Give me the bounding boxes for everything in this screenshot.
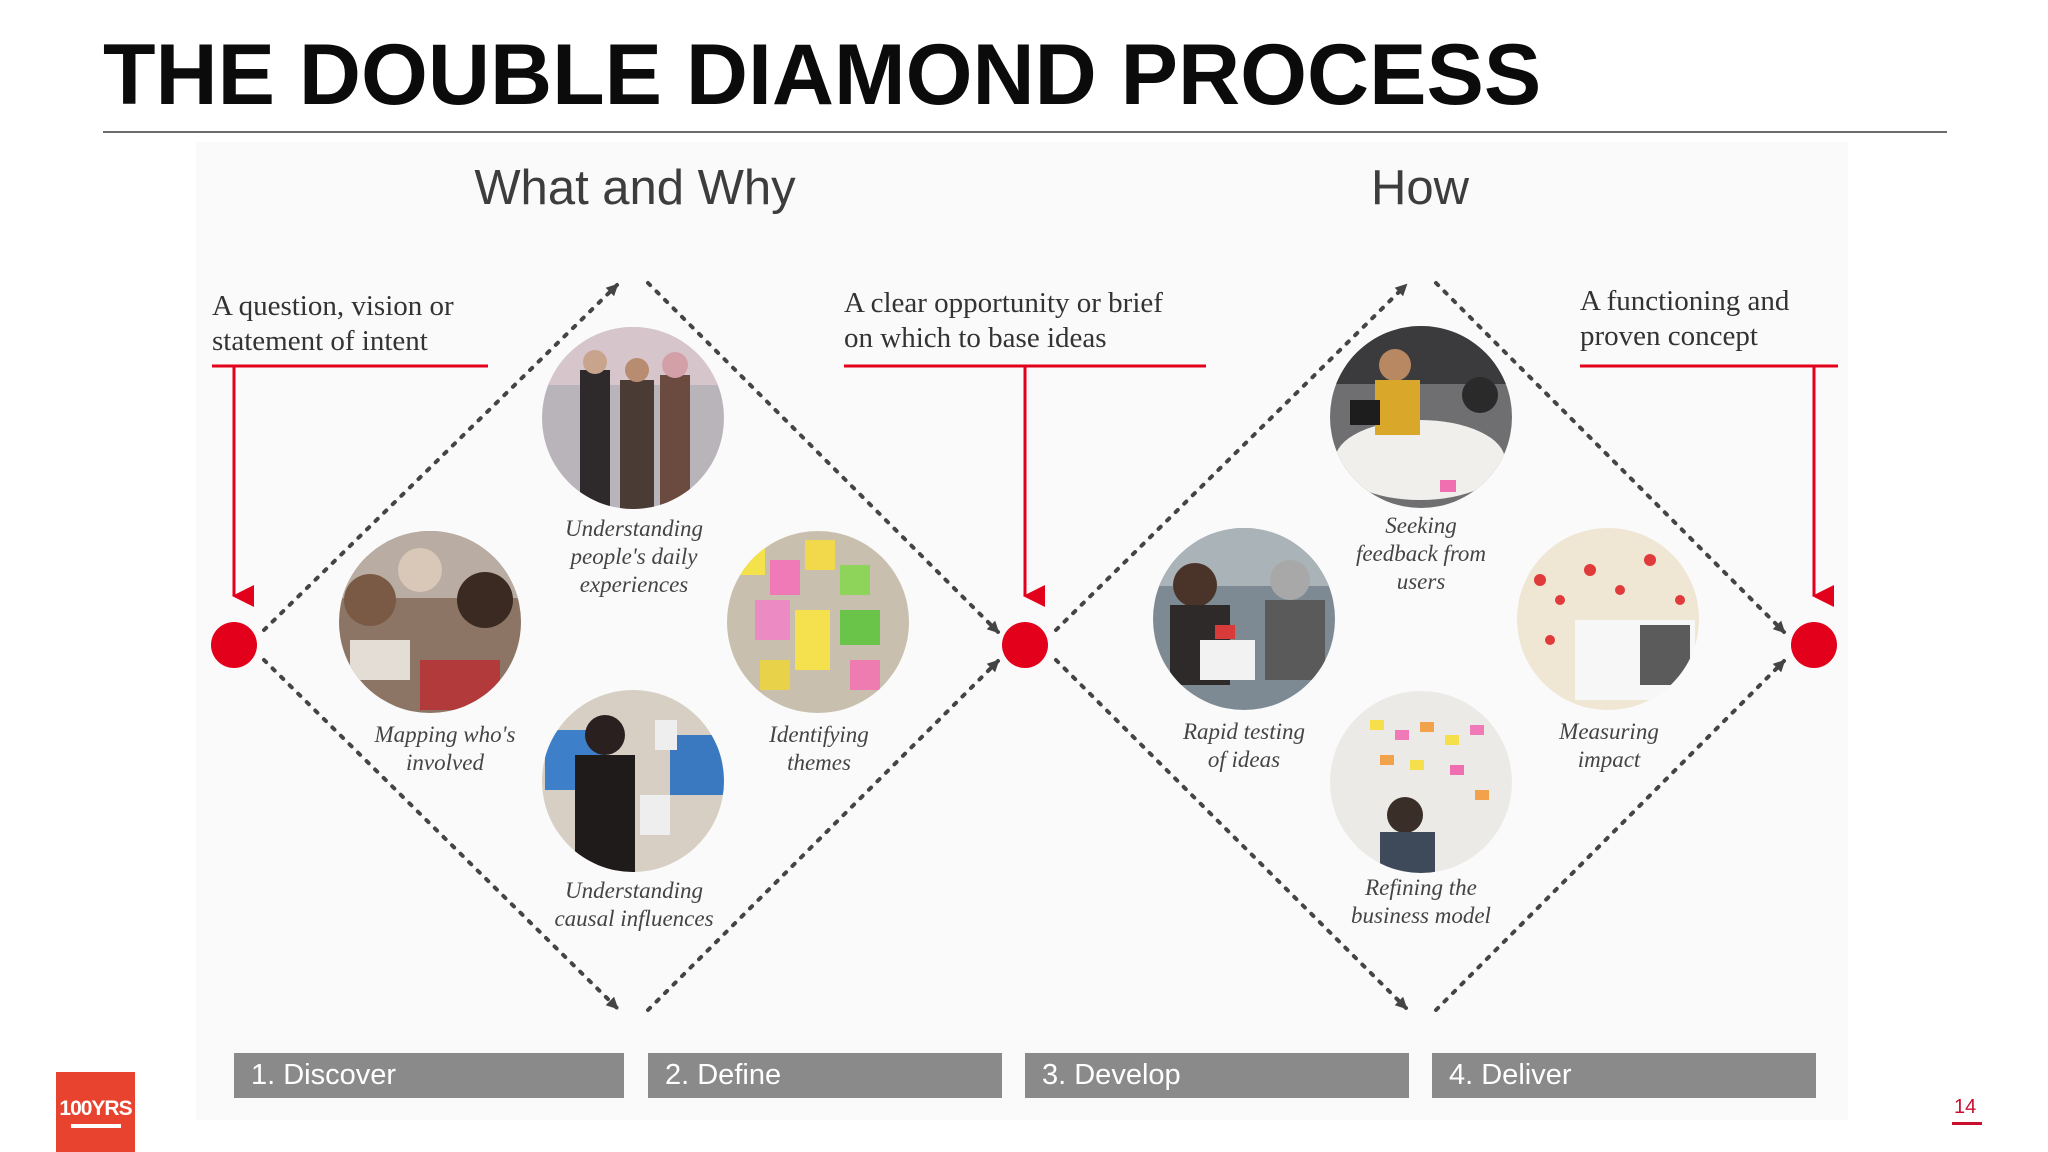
diamond1-edge-right-down (646, 281, 1000, 634)
diamond1-edge-down (262, 658, 619, 1010)
start-node (211, 622, 257, 668)
callout-start-text: A question, vision or statement of inten… (212, 290, 454, 357)
logo-underline (70, 1123, 121, 1128)
photo-refining-business-model (1330, 691, 1512, 873)
diamond2-edge-down (1054, 658, 1408, 1010)
phase-discover: 1. Discover (234, 1053, 624, 1098)
callout-end-text: A functioning and proven concept (1580, 285, 1790, 352)
activity-mapping-involved: Mapping who's involved (374, 722, 516, 775)
photo-seeking-feedback (1330, 326, 1512, 508)
activity-measuring-impact: Measuring impact (1559, 719, 1659, 772)
middle-node (1002, 622, 1048, 668)
diamond1-edge-right-up (646, 659, 1000, 1012)
activity-refining-business-model: Refining the business model (1351, 875, 1491, 928)
activity-understanding-experiences: Understanding people's daily experiences (565, 516, 703, 597)
activity-causal-influences: Understanding causal influences (554, 878, 714, 931)
photo-measuring-impact (1517, 528, 1699, 710)
phase-deliver: 4. Deliver (1432, 1053, 1816, 1098)
heading-what-and-why: What and Why (474, 161, 796, 215)
activity-identifying-themes: Identifying themes (769, 722, 869, 775)
photo-identifying-themes (727, 531, 909, 713)
activity-rapid-testing: Rapid testing of ideas (1182, 719, 1306, 772)
photo-rapid-testing (1153, 528, 1335, 710)
phase-develop: 3. Develop (1025, 1053, 1409, 1098)
diamond2-edge-right-down (1434, 281, 1786, 634)
diamond2-edge-right-up (1434, 659, 1786, 1012)
brand-logo: 100YRS (56, 1072, 135, 1152)
end-node (1791, 622, 1837, 668)
photo-causal-influences (542, 690, 724, 872)
page-number: 14 (1954, 1096, 1977, 1118)
heading-how: How (1370, 161, 1470, 215)
photo-mapping-involved (339, 531, 521, 713)
callout-middle-text: A clear opportunity or brief on which to… (844, 287, 1163, 354)
photo-understanding-experiences (542, 327, 724, 509)
page-number-underline (1952, 1122, 1982, 1125)
activity-seeking-feedback: Seeking feedback from users (1355, 513, 1487, 594)
phase-define: 2. Define (648, 1053, 1002, 1098)
diamond2-edge-up (1054, 283, 1408, 632)
page-title: THE DOUBLE DIAMOND PROCESS (103, 27, 1542, 123)
diamond1-edge-up (262, 283, 619, 632)
title-divider (103, 131, 1947, 133)
logo-text: 100YRS (59, 1096, 132, 1120)
